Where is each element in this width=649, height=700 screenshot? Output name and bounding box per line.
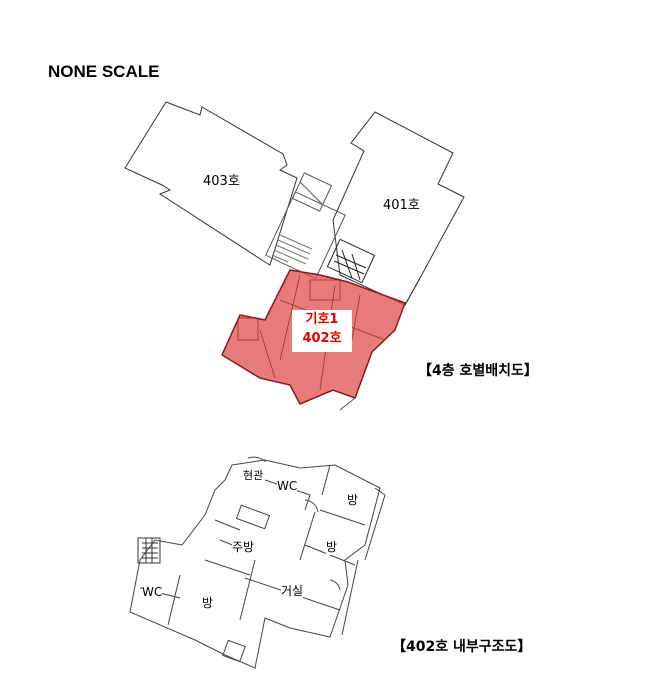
unit-403-label: 403호: [203, 174, 240, 189]
room-kitchen-label: 주방: [232, 538, 255, 555]
unit-402-symbol: 기호1: [305, 312, 339, 327]
room-wc-1-label: WC: [277, 479, 298, 493]
room-living-label: 거실: [281, 582, 304, 599]
unit-401-label: 401호: [383, 198, 420, 213]
floor-plan-caption: 【4층 호별배치도】: [418, 363, 538, 379]
room-bedroom-2-label: 방: [326, 538, 338, 555]
room-entrance-label: 현관: [243, 469, 264, 482]
unit-402-interior-plan: [129, 456, 386, 669]
room-bedroom-1-label: 방: [347, 491, 359, 508]
room-wc-2-label: WC: [142, 585, 163, 599]
core-area: [265, 172, 376, 284]
unit-402-callout: 기호1 402호: [292, 310, 352, 352]
scale-note: NONE SCALE: [48, 62, 160, 81]
unit-402-label: 402호: [302, 331, 342, 346]
room-bedroom-3-label: 방: [202, 594, 214, 611]
unit-403-outline: [124, 101, 298, 266]
unit-plan-caption: 【402호 내부구조도】: [392, 639, 532, 655]
